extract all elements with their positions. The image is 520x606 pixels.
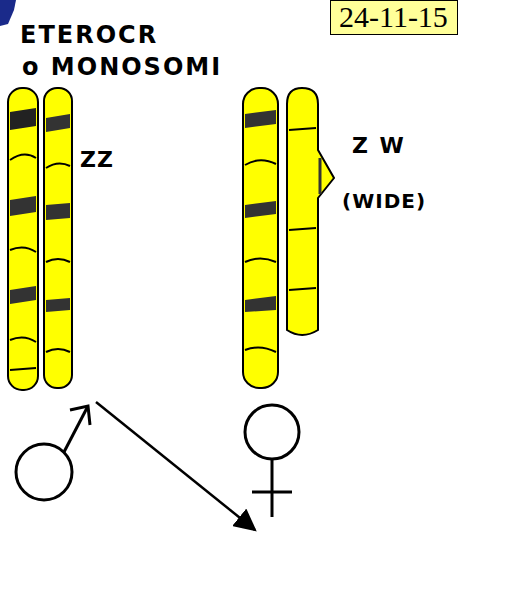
male-symbol — [16, 406, 90, 500]
hand-label: (WIDE) — [342, 190, 426, 212]
z-chromosome — [243, 88, 278, 388]
cross-arrow — [96, 402, 255, 530]
z-chromosome — [8, 88, 38, 390]
female-symbol — [245, 405, 299, 517]
hand-label: ZZ — [80, 148, 114, 172]
hand-label: Z W — [352, 134, 406, 158]
z-chromosome — [44, 88, 72, 388]
w-chromosome — [287, 88, 334, 335]
corner-fragment — [0, 0, 16, 26]
date-text: 24-11-15 — [339, 2, 449, 32]
hand-label: ETEROCR — [20, 22, 158, 48]
date-box: 24-11-15 — [330, 0, 458, 35]
hand-label: o MONOSOMI — [22, 54, 222, 80]
